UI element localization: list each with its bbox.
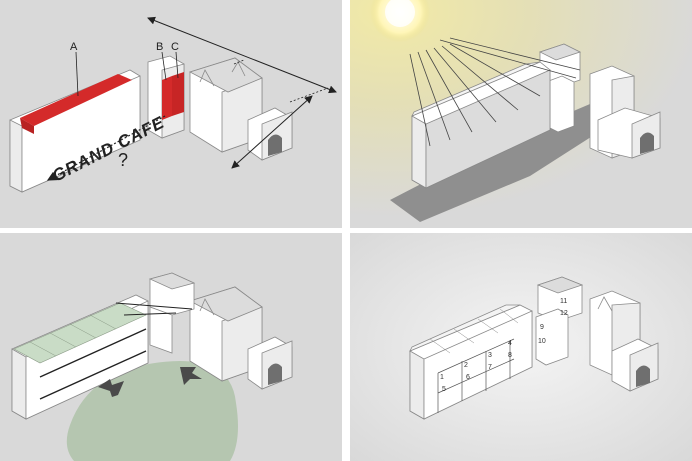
room-number: 4 [508,340,512,347]
view-arrow-left [98,379,124,397]
glass-roof [13,302,147,364]
wall-highlight-c [172,72,184,116]
label-c: C [171,41,179,53]
room-number: 10 [538,338,546,345]
room-number: 11 [560,298,567,305]
label-a: A [70,41,78,53]
building-massing [411,43,661,189]
panel-numbered: 1 2 3 4 5 6 7 8 9 10 11 12 [350,233,692,461]
panel-existing: A B C GRAND CAFE ? [0,0,342,228]
panel-sun [350,0,692,228]
roof-highlight-a [20,74,132,126]
cast-shadow [390,104,630,222]
room-number: 2 [464,362,468,369]
building-massing [409,276,659,420]
question-mark: ? [118,150,128,170]
label-b: B [156,41,163,53]
view-arrow-right [180,367,202,385]
room-number: 5 [442,386,446,393]
room-number: 1 [440,374,444,381]
window-bands [39,328,147,400]
room-number: 3 [488,352,492,359]
length-arrow [147,16,337,94]
room-number: 6 [466,374,470,381]
panel-views [0,233,342,461]
room-number: 7 [488,364,492,371]
separator-horizontal [0,228,692,233]
room-number: 9 [540,324,544,331]
width-arrow [231,95,313,169]
light-rays [409,37,581,147]
room-grid [437,338,515,413]
room-number: 12 [560,310,568,317]
wall-highlight-b [162,76,172,120]
room-number: 8 [508,352,512,359]
